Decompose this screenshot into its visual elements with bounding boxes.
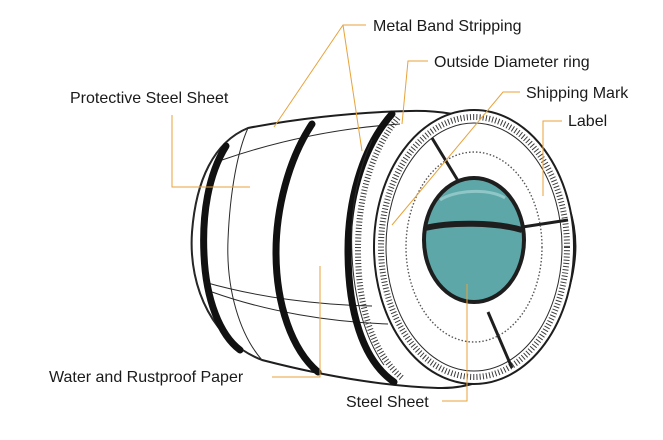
metal-band-left [200, 142, 244, 354]
leader-steel-sheet [442, 284, 468, 402]
leader-metal-band-stripping-2 [342, 24, 363, 152]
outside-diameter-ring-inner-edge [385, 122, 563, 372]
leader-protective-steel-sheet [171, 115, 250, 188]
protective-sheet-mid-edge [211, 291, 389, 325]
label-water-and-rustproof-paper: Water and Rustproof Paper [49, 369, 244, 386]
paper-wrap-edge [351, 139, 385, 366]
inner-dotted-ring [405, 151, 543, 343]
label-label: Label [568, 113, 607, 130]
label-outside-diameter-ring: Outside Diameter ring [434, 54, 590, 71]
leader-water-and-rustproof-paper [272, 266, 321, 378]
outside-diameter-ring [378, 114, 570, 380]
steel-core [422, 176, 526, 304]
label-steel-sheet: Steel Sheet [346, 394, 429, 411]
label-protective-steel-sheet: Protective Steel Sheet [70, 90, 229, 107]
label-metal-band-stripping: Metal Band Stripping [373, 18, 522, 35]
coil-left-rim [191, 127, 263, 361]
leader-outside-diameter-ring [401, 60, 428, 125]
face-sheet-divider-bottom [486, 311, 514, 369]
steel-core-band [424, 220, 523, 233]
steel-core-highlight [439, 189, 506, 202]
leader-metal-band-stripping [273, 24, 366, 128]
leader-label [542, 120, 562, 196]
label-shipping-mark: Shipping Mark [526, 85, 629, 102]
leader-lines [171, 24, 562, 402]
metal-band-middle [272, 120, 322, 376]
leader-shipping-mark [391, 91, 520, 226]
metal-band-front [344, 110, 398, 386]
callout-labels: Metal Band Stripping Outside Diameter ri… [49, 18, 629, 411]
coil-front-face [373, 109, 575, 385]
